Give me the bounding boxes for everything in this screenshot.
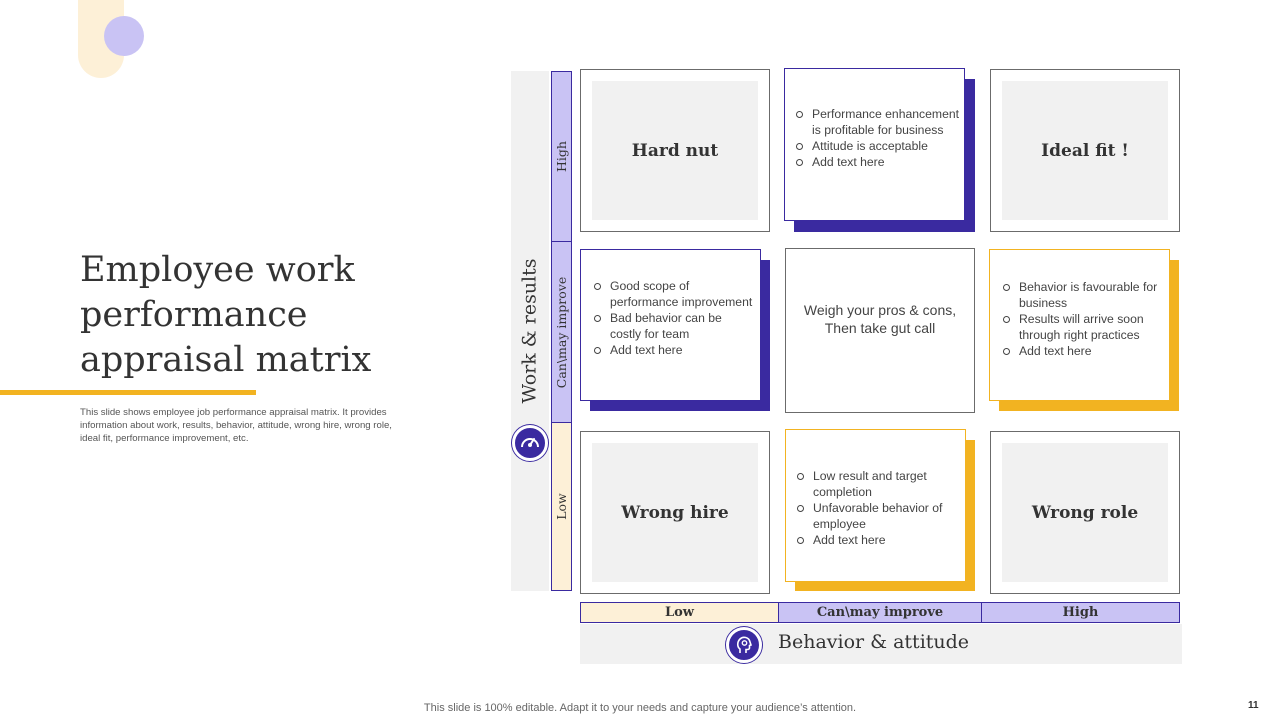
footer-note: This slide is 100% editable. Adapt it to… (423, 702, 857, 714)
x-axis-level-low: Low (580, 602, 779, 623)
x-axis-band (580, 624, 1182, 664)
list-item: Performance enhancement is profitable fo… (794, 106, 959, 138)
bullet-list: Low result and target completion Unfavor… (795, 468, 960, 548)
list-item: Add text here (592, 342, 756, 358)
center-message: Weigh your pros & cons, Then take gut ca… (803, 302, 957, 336)
bullet-list: Behavior is favourable for business Resu… (1001, 279, 1165, 359)
cell-mid-left: Good scope of performance improvement Ba… (580, 249, 761, 401)
page-number: 11 (1248, 700, 1259, 711)
list-item: Good scope of performance improvement (592, 278, 756, 310)
list-item: Add text here (795, 532, 960, 548)
cell-wrong-role: Wrong role (990, 431, 1180, 594)
cell-wrong-hire: Wrong hire (580, 431, 770, 594)
y-axis-title: Work & results (519, 258, 542, 404)
y-axis-band (511, 71, 549, 591)
slide-title: Employee work performance appraisal matr… (80, 250, 372, 380)
list-item: Add text here (794, 154, 959, 170)
bullet-list: Performance enhancement is profitable fo… (794, 106, 959, 170)
list-item: Results will arrive soon through right p… (1001, 311, 1165, 343)
list-item: Low result and target completion (795, 468, 960, 500)
x-axis-level-high: High (981, 602, 1180, 623)
cell-bottom-mid: Low result and target completion Unfavor… (785, 429, 966, 582)
y-axis-level-high: High (551, 71, 572, 242)
list-item: Behavior is favourable for business (1001, 279, 1165, 311)
cell-mid-right: Behavior is favourable for business Resu… (989, 249, 1170, 401)
y-axis-level-low: Low (551, 422, 572, 591)
slide-description: This slide shows employee job performanc… (80, 407, 392, 444)
list-item: Attitude is acceptable (794, 138, 959, 154)
y-axis-level-mid: Can\may improve (551, 241, 572, 423)
title-underline (0, 390, 256, 395)
list-item: Add text here (1001, 343, 1165, 359)
gauge-icon (512, 425, 548, 461)
list-item: Bad behavior can be costly for team (592, 310, 756, 342)
cell-top-mid: Performance enhancement is profitable fo… (784, 68, 965, 221)
x-axis-title: Behavior & attitude (778, 631, 970, 653)
cell-mid-mid: Weigh your pros & cons, Then take gut ca… (785, 248, 975, 413)
decorative-circle (104, 16, 144, 56)
list-item: Unfavorable behavior of employee (795, 500, 960, 532)
cell-hard-nut: Hard nut (580, 69, 770, 232)
x-axis-level-mid: Can\may improve (778, 602, 982, 623)
bullet-list: Good scope of performance improvement Ba… (592, 278, 756, 358)
head-gear-icon (726, 627, 762, 663)
cell-ideal-fit: Ideal fit ! (990, 69, 1180, 232)
